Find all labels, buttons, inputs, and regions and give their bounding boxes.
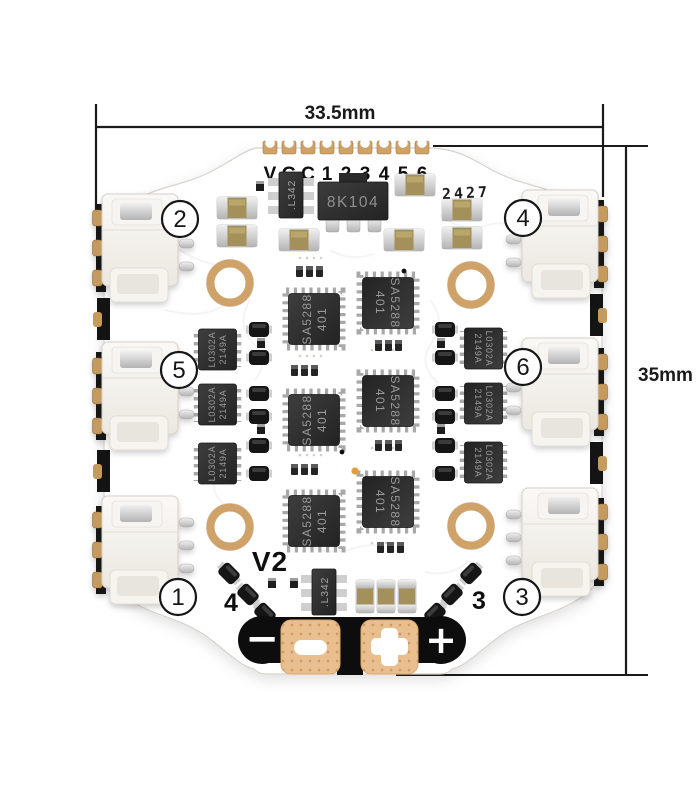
chip-sa5288: [360, 373, 416, 429]
ldo-chip-top: .L342: [268, 171, 314, 219]
svg-text:3: 3: [515, 584, 528, 611]
capacitor: [394, 173, 436, 197]
connector-number-3: 3: [502, 577, 542, 617]
connector-number-6: 6: [503, 347, 543, 387]
chip-l0302a: [463, 383, 504, 424]
fiducial-dot: [401, 268, 407, 274]
chip-sa5288: [360, 275, 416, 331]
fiducial-dot: [339, 449, 345, 455]
capacitor: [216, 224, 258, 248]
svg-text:6: 6: [516, 354, 529, 381]
capacitor: [441, 198, 483, 222]
positive-symbol: +: [425, 618, 457, 662]
chip-l0302a: [197, 329, 238, 370]
chip-l0302a: [197, 443, 238, 484]
capacitor: [355, 579, 375, 614]
capacitor: [397, 579, 417, 614]
ldo-chip-label: .L342: [319, 577, 331, 607]
svg-text:2: 2: [173, 206, 186, 233]
battery-pad-positive: [360, 619, 419, 675]
capacitor: [216, 196, 258, 220]
capacitor: [441, 226, 483, 250]
capacitor: [278, 228, 320, 252]
battery-pad-negative: [280, 619, 341, 675]
width-dimension: 33.5mm: [94, 103, 605, 212]
svg-text:4: 4: [516, 205, 529, 232]
ldo-chip-bottom: .L342: [301, 568, 347, 616]
phase-label-3: 3: [472, 587, 486, 615]
svg-text:5: 5: [172, 357, 185, 384]
regulator-chip-label: 8K104: [327, 194, 379, 211]
chip-l0302a: [463, 328, 504, 369]
capacitor: [383, 228, 425, 252]
pin-label-1: 1: [322, 164, 333, 185]
pin-label-4: 4: [379, 164, 390, 185]
orange-dot: [351, 467, 359, 475]
phase-label-4: 4: [224, 589, 238, 617]
svg-text:1: 1: [171, 584, 184, 611]
ldo-chip-label: .L342: [286, 180, 298, 210]
capacitor: [376, 579, 396, 614]
pcb-board: V G C 1 2 3 4 5 6 2427 8K104: [91, 137, 609, 675]
connector-number-1: 1: [158, 577, 198, 617]
batch-code: 2427: [441, 183, 490, 203]
top-castellated-pads: [262, 137, 430, 155]
connector-number-4: 4: [503, 198, 543, 238]
connector-number-2: 2: [160, 199, 200, 239]
chip-sa5288: [360, 474, 416, 530]
width-dimension-label: 33.5mm: [305, 103, 376, 124]
regulator-chip: 8K104: [317, 173, 389, 233]
chip-sa5288: [286, 291, 342, 347]
negative-symbol: −: [245, 616, 279, 662]
height-dimension: 35mm: [396, 145, 693, 676]
edge-motor-pads: [93, 294, 607, 492]
chip-l0302a: [463, 442, 504, 483]
chip-sa5288: [286, 392, 342, 448]
version-label: V2: [252, 546, 288, 577]
chip-l0302a: [197, 384, 238, 425]
chip-sa5288: [286, 493, 342, 549]
power-pads-section: − +: [238, 616, 466, 675]
connector-number-5: 5: [159, 350, 199, 390]
small-passives: [256, 181, 445, 588]
height-dimension-label: 35mm: [638, 365, 693, 386]
